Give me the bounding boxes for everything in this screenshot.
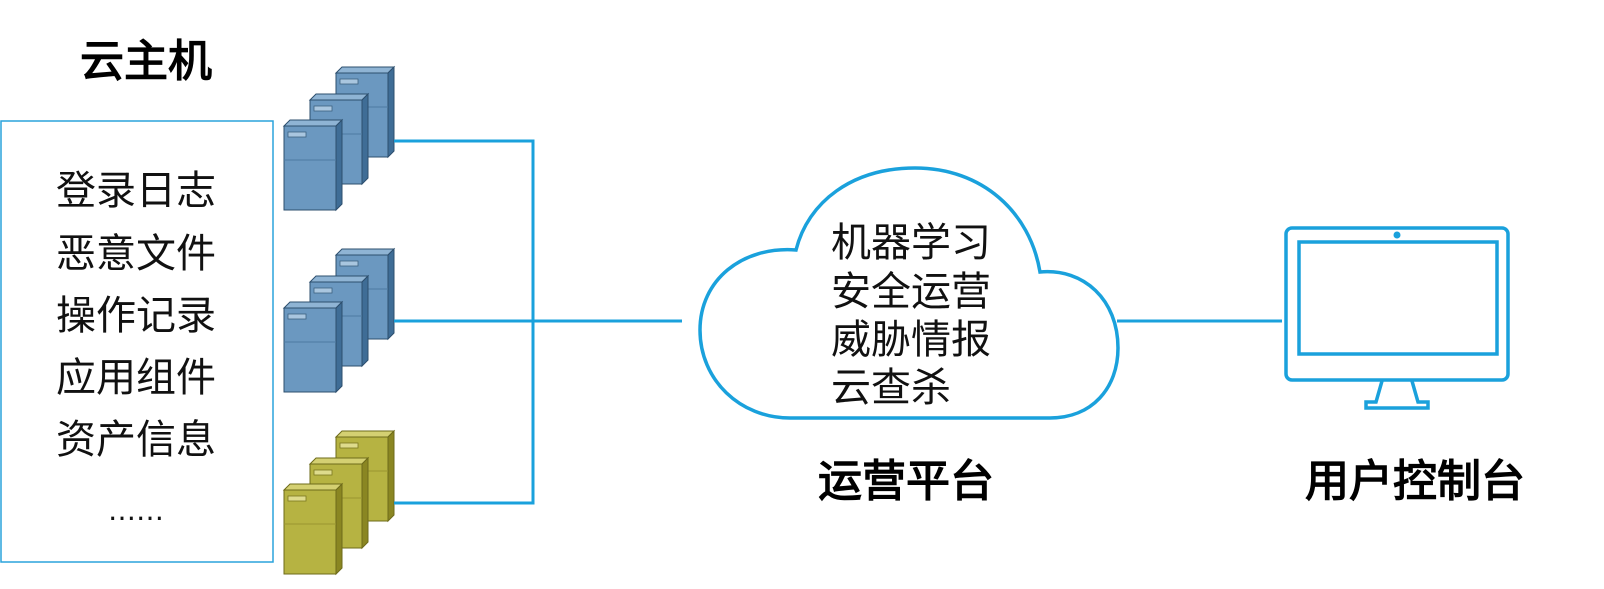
server-stack-icon — [283, 430, 395, 575]
list-item: 登录日志 — [56, 168, 216, 214]
list-item: 应用组件 — [56, 355, 216, 401]
connector-lines — [394, 139, 1282, 505]
platform-item: 威胁情报 — [831, 317, 991, 363]
list-item-ellipsis: …… — [108, 494, 164, 527]
platform-item: 云查杀 — [831, 365, 951, 411]
server-stack-icon — [283, 66, 395, 211]
cloud-icon — [698, 166, 1120, 420]
cloud-host-title: 云主机 — [80, 36, 212, 87]
cloud-host-box — [0, 120, 274, 563]
list-item: 资产信息 — [56, 417, 216, 463]
platform-item: 安全运营 — [831, 269, 991, 315]
cloud-host-list: 登录日志 恶意文件 操作记录 应用组件 资产信息 …… — [56, 168, 216, 527]
platform-features: 机器学习 安全运营 威胁情报 云查杀 — [831, 220, 991, 411]
platform-item: 机器学习 — [831, 220, 991, 266]
console-title: 用户控制台 — [1305, 456, 1525, 507]
monitor-icon — [1284, 226, 1510, 410]
list-item: 恶意文件 — [56, 231, 216, 277]
server-stack-icon — [283, 248, 395, 393]
list-item: 操作记录 — [56, 293, 216, 339]
platform-title: 运营平台 — [818, 456, 994, 507]
